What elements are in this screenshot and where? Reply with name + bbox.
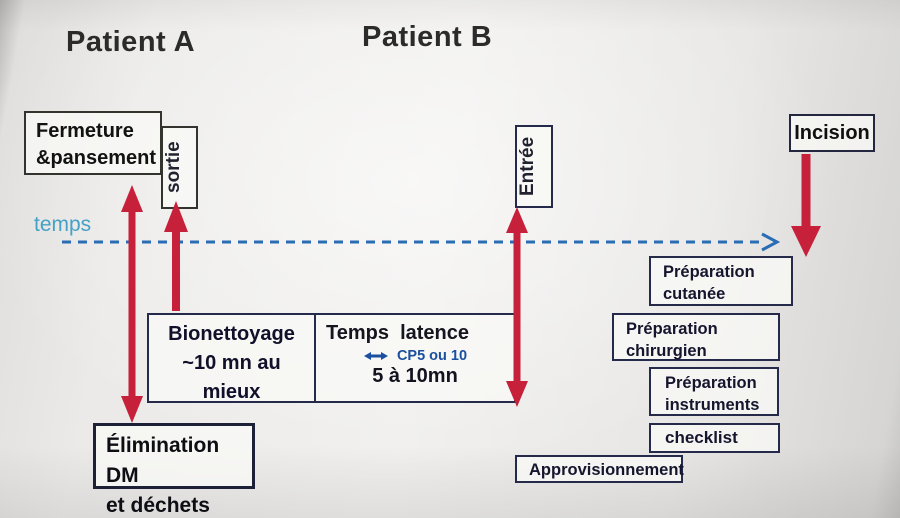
- approvisionnement-label: Approvisionnement: [529, 461, 684, 479]
- prep-chirurgien-line2: chirurgien: [626, 342, 707, 360]
- checklist-box: checklist: [649, 423, 780, 453]
- prep-cutanee-line2: cutanée: [663, 285, 726, 303]
- bionettoyage-line2: ~10 mn au: [182, 352, 281, 374]
- timeline-arrowhead-icon: [761, 232, 781, 252]
- double-arrow-icon: [363, 352, 388, 360]
- temps-axis-label: temps: [34, 213, 92, 236]
- elimination-box: Élimination DM et déchets: [93, 423, 255, 517]
- red-down-arrow-incision: [791, 154, 821, 257]
- latence-duration: 5 à 10mn: [372, 365, 458, 387]
- prep-chirurgien-line1: Préparation: [626, 320, 718, 338]
- incision-box: Incision: [789, 114, 875, 152]
- cp-label: CP5 ou 10: [396, 348, 468, 364]
- entree-box: Entrée: [515, 125, 553, 208]
- bionettoyage-line3: mieux: [202, 381, 261, 403]
- fermeture-line1: Fermeture: [36, 120, 134, 142]
- temps-latence-title: Temps latence: [326, 322, 470, 344]
- preparation-cutanee-box: Préparation cutanée: [649, 256, 793, 306]
- preparation-chirurgien-box: Préparation chirurgien: [612, 313, 780, 361]
- patient-a-title: Patient A: [66, 26, 196, 58]
- prep-cutanee-line1: Préparation: [663, 263, 755, 281]
- prep-instruments-line1: Préparation: [665, 374, 757, 392]
- elimination-line1: Élimination DM: [106, 434, 220, 487]
- preparation-instruments-box: Préparation instruments: [649, 367, 779, 416]
- incision-label: Incision: [794, 121, 870, 144]
- approvisionnement-box: Approvisionnement: [515, 455, 684, 483]
- temps-latence-box: Temps latence CP5 ou 10 5 à 10mn: [316, 313, 516, 403]
- checklist-label: checklist: [665, 428, 738, 447]
- bionettoyage-box: Bionettoyage ~10 mn au mieux: [147, 313, 316, 403]
- elimination-line2: et déchets: [106, 494, 210, 517]
- patient-b-title: Patient B: [362, 21, 493, 53]
- bionettoyage-line1: Bionettoyage: [168, 323, 295, 345]
- prep-instruments-line2: instruments: [665, 396, 760, 414]
- red-double-arrow-entree: [506, 207, 528, 407]
- red-up-arrow-sortie: [164, 201, 188, 311]
- sortie-box: sortie: [161, 126, 198, 209]
- red-double-arrow-elimination: [121, 185, 143, 423]
- fermeture-line2: &pansement: [36, 147, 157, 169]
